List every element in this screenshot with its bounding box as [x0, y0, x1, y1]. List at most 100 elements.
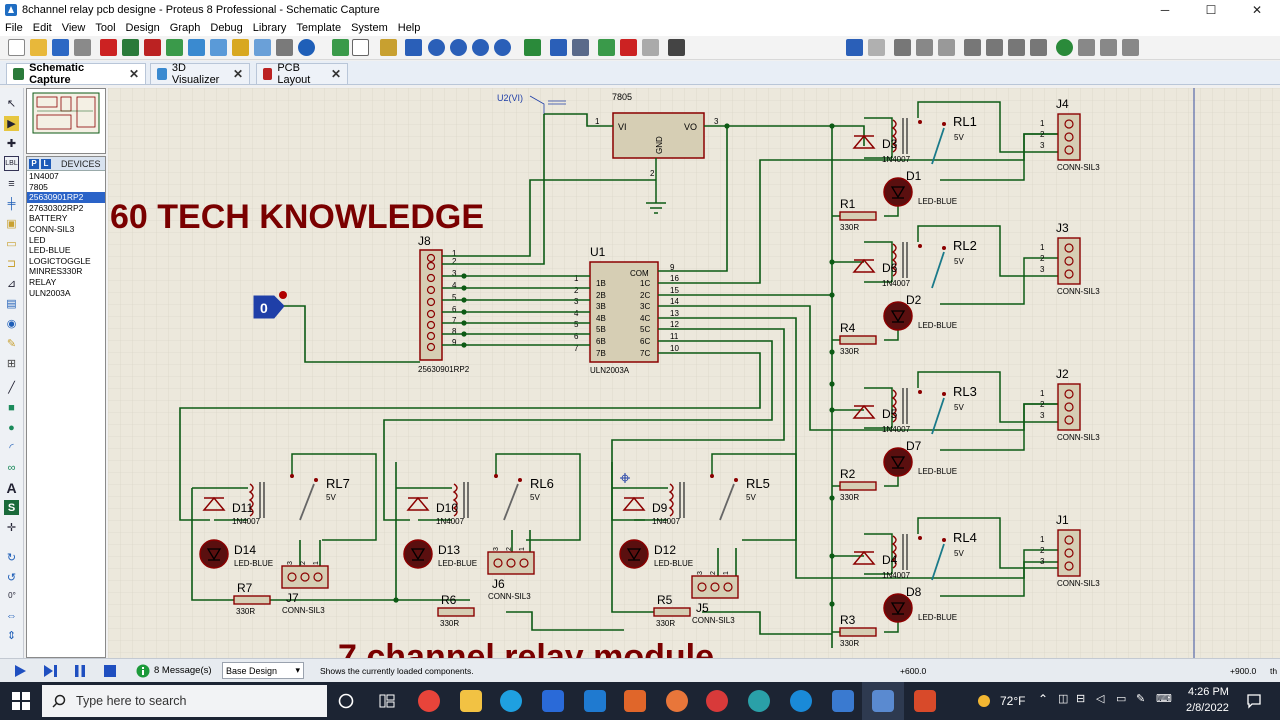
menu-help[interactable]: Help [397, 22, 421, 34]
wire-autorouter-icon[interactable] [524, 39, 541, 56]
menu-debug[interactable]: Debug [210, 22, 243, 34]
open-folder-icon[interactable] [30, 39, 47, 56]
device-item[interactable]: BATTERY [29, 213, 68, 224]
weather-temperature[interactable]: 72°F [1000, 694, 1026, 708]
notes-icon[interactable] [276, 39, 293, 56]
tab-pcb-layout[interactable]: PCB Layout ✕ [256, 62, 348, 86]
message-count[interactable]: 8 Message(s) [154, 665, 212, 676]
taskbar-search-box[interactable]: Type here to search [42, 685, 327, 717]
close-button[interactable]: ✕ [1251, 3, 1263, 17]
copy-icon[interactable] [916, 39, 933, 56]
arduino-icon[interactable] [748, 690, 770, 712]
device-item[interactable]: 27630302RP2 [29, 202, 84, 213]
store-icon[interactable] [542, 690, 564, 712]
tab-schematic-capture[interactable]: Schematic Capture ✕ [6, 62, 146, 86]
relay-channel-right[interactable]: 123RL35VD51N4007D7LED-BLUER2330RJ2CONN-S… [832, 367, 1100, 502]
netlist-icon[interactable] [668, 39, 685, 56]
schematic-icon[interactable] [122, 39, 139, 56]
gerber-icon[interactable] [166, 39, 183, 56]
bom-icon[interactable] [232, 39, 249, 56]
maximize-button[interactable]: ☐ [1205, 3, 1217, 17]
home-icon[interactable] [100, 39, 117, 56]
mirror-y-icon[interactable]: ⇕ [6, 630, 17, 642]
paste-icon[interactable] [938, 39, 955, 56]
block-rotate-icon[interactable] [1008, 39, 1025, 56]
menu-view[interactable]: View [61, 22, 86, 34]
menu-edit[interactable]: Edit [32, 22, 52, 34]
regulator-7805[interactable]: U2(VI) 7805 VI VO GND 1 2 3 [497, 92, 719, 178]
refresh-icon[interactable] [332, 39, 349, 56]
zoom-all-icon[interactable] [472, 39, 489, 56]
chrome-icon[interactable] [418, 690, 440, 712]
menu-system[interactable]: System [351, 22, 388, 34]
photos-icon[interactable] [832, 690, 854, 712]
junction-dot-icon[interactable]: ✚ [6, 138, 17, 150]
device-item[interactable]: MINRES330R [29, 266, 83, 277]
close-tab-icon[interactable]: ✕ [330, 67, 341, 81]
block-delete-icon[interactable] [1030, 39, 1047, 56]
zoom-in-icon[interactable] [428, 39, 445, 56]
decompose-icon[interactable] [1122, 39, 1139, 56]
app-orange-icon[interactable] [624, 690, 646, 712]
sub-circuit-icon[interactable]: ▣ [6, 218, 17, 230]
network-icon[interactable]: ⊟ [1076, 693, 1086, 705]
virtual-instruments-icon[interactable]: ⊞ [6, 358, 17, 370]
battery-icon[interactable]: ▭ [1116, 693, 1127, 705]
voltage-probe-icon[interactable]: ✎ [6, 338, 17, 350]
rotate-cw-icon[interactable]: ↻ [6, 552, 17, 564]
close-tab-icon[interactable]: ✕ [128, 67, 139, 81]
vscode-icon[interactable] [584, 690, 606, 712]
webcam-icon[interactable]: ◫ [1058, 693, 1069, 705]
text-script-icon[interactable]: ≡ [8, 177, 15, 190]
line-icon[interactable]: ╱ [8, 382, 15, 394]
save-icon[interactable] [52, 39, 69, 56]
rotate-ccw-icon[interactable]: ↺ [6, 572, 17, 584]
step-icon[interactable] [42, 664, 58, 678]
import-icon[interactable] [74, 39, 91, 56]
wire-label-icon[interactable]: LBL [4, 156, 19, 171]
help-icon[interactable] [298, 39, 315, 56]
zoom-out-icon[interactable] [450, 39, 467, 56]
component-mode-icon[interactable]: ▶ [4, 116, 19, 131]
file-explorer-icon[interactable] [460, 690, 482, 712]
logic-toggle[interactable]: 0 [253, 291, 287, 319]
relay-channel-right[interactable]: 123RL45VD41N4007D8LED-BLUER3330RJ1CONN-S… [832, 513, 1100, 648]
property-assign-icon[interactable] [572, 39, 589, 56]
volume-icon[interactable]: ◁ [1096, 693, 1105, 705]
package-tool-icon[interactable] [1100, 39, 1117, 56]
menu-library[interactable]: Library [252, 22, 287, 34]
3d-icon[interactable] [188, 39, 205, 56]
selection-mode-icon[interactable]: ↖ [6, 98, 17, 110]
block-copy-icon[interactable] [964, 39, 981, 56]
app-c-icon[interactable] [914, 690, 936, 712]
design-select[interactable]: Base Design ▾ [222, 662, 304, 679]
task-view-icon[interactable] [338, 693, 354, 709]
menu-design[interactable]: Design [125, 22, 160, 34]
graph-icon[interactable]: ⊿ [6, 278, 17, 290]
pick-device-icon[interactable] [1056, 39, 1073, 56]
menu-template[interactable]: Template [296, 22, 342, 34]
pick-device-button[interactable]: P [29, 158, 39, 169]
terminals-icon[interactable]: ▭ [6, 238, 17, 250]
firefox-icon[interactable] [666, 690, 688, 712]
new-sheet-icon[interactable] [598, 39, 615, 56]
cut-icon[interactable] [894, 39, 911, 56]
menu-file[interactable]: File [5, 22, 23, 34]
keyboard-icon[interactable]: ⌨ [1156, 693, 1172, 705]
skype-icon[interactable] [790, 690, 812, 712]
generator-icon[interactable]: ◉ [6, 318, 17, 330]
device-item[interactable]: CONN-SIL3 [29, 223, 75, 234]
notification-icon[interactable] [1246, 693, 1262, 709]
uln2003a-chip[interactable]: U1 COM ULN2003A 1B11C162B22C153B33C144B4… [574, 245, 679, 375]
pcb-icon[interactable] [144, 39, 161, 56]
device-item[interactable]: LED-BLUE [29, 245, 71, 256]
stop-icon[interactable] [102, 664, 118, 678]
windows-start-icon[interactable] [12, 692, 30, 710]
symbol-icon[interactable]: S [4, 500, 19, 515]
box-icon[interactable]: ■ [8, 401, 15, 414]
relay-channel-right[interactable]: 123RL25VD61N4007D2LED-BLUER4330RJ3CONN-S… [832, 221, 1100, 356]
tab-3d-visualizer[interactable]: 3D Visualizer ✕ [150, 62, 250, 86]
